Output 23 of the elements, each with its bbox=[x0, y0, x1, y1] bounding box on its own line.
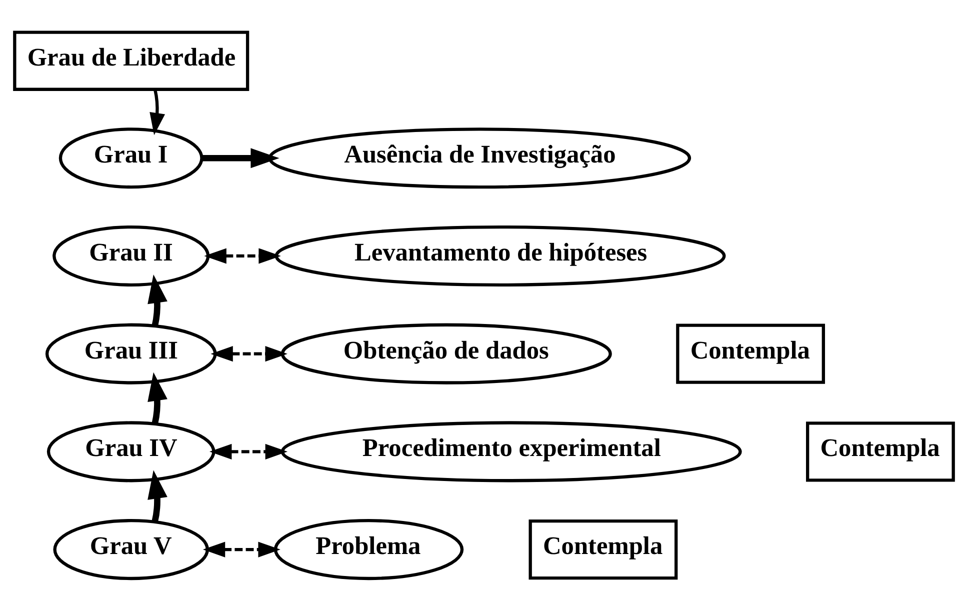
node-ellipse: Procedimento experimental bbox=[280, 420, 742, 482]
arrow bbox=[209, 443, 288, 459]
node-ellipse: Grau IV bbox=[46, 420, 216, 482]
node-ellipse: Ausência de Investigação bbox=[268, 127, 692, 188]
arrow bbox=[148, 274, 168, 326]
node-ellipse: Obtenção de dados bbox=[280, 322, 612, 384]
arrow bbox=[150, 88, 166, 135]
node-box: Grau de Liberdade bbox=[13, 30, 250, 90]
arrow bbox=[210, 346, 288, 362]
arrow bbox=[202, 541, 280, 557]
node-ellipse: Grau III bbox=[45, 322, 217, 384]
arrow bbox=[148, 372, 168, 424]
node-ellipse: Levantamento de hipóteses bbox=[274, 224, 726, 286]
node-ellipse: Problema bbox=[274, 518, 464, 580]
node-box: Contempla bbox=[676, 323, 825, 384]
node-box: Contempla bbox=[528, 518, 678, 580]
node-ellipse: Grau II bbox=[52, 224, 210, 286]
arrow bbox=[202, 148, 280, 168]
arrow bbox=[148, 470, 168, 522]
node-ellipse: Grau V bbox=[53, 518, 210, 580]
arrow bbox=[204, 248, 281, 264]
node-box: Contempla bbox=[806, 421, 955, 482]
node-ellipse: Grau I bbox=[58, 127, 204, 188]
